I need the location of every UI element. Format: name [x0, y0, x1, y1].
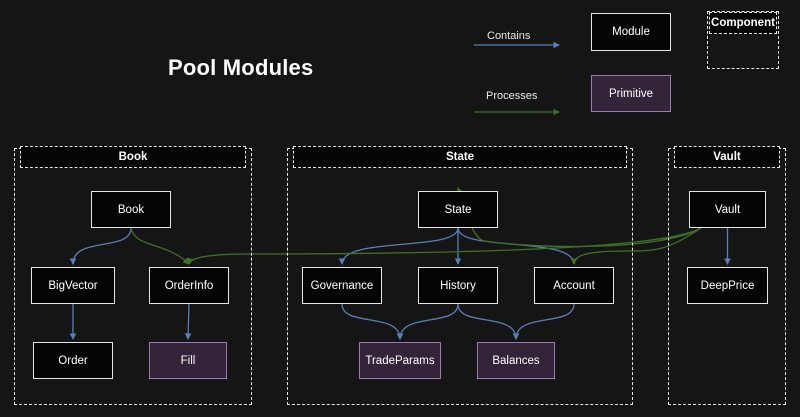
node-deepprice[interactable]: DeepPrice	[687, 267, 768, 304]
node-orderinfo[interactable]: OrderInfo	[149, 267, 229, 304]
node-tradeparams[interactable]: TradeParams	[359, 342, 441, 379]
node-balances[interactable]: Balances	[477, 342, 555, 379]
node-bigvector[interactable]: BigVector	[31, 267, 115, 304]
node-history[interactable]: History	[418, 267, 498, 304]
group-header-book: Book	[20, 146, 246, 168]
group-header-vault: Vault	[674, 146, 780, 168]
legend-contains-label: Contains	[487, 30, 531, 42]
group-header-state: State	[293, 146, 627, 168]
node-fill[interactable]: Fill	[149, 342, 227, 379]
page-title: Pool Modules	[168, 55, 314, 80]
node-vault[interactable]: Vault	[689, 191, 766, 228]
node-state[interactable]: State	[418, 191, 498, 228]
node-governance[interactable]: Governance	[302, 267, 382, 304]
legend-component-box	[707, 11, 779, 69]
node-order[interactable]: Order	[33, 342, 113, 379]
legend-primitive-box: Primitive	[591, 75, 671, 112]
legend-component-header: Component	[709, 12, 777, 34]
legend-module-box: Module	[591, 13, 671, 51]
legend-processes-label: Processes	[486, 90, 538, 102]
node-account[interactable]: Account	[534, 267, 614, 304]
node-book[interactable]: Book	[91, 191, 171, 228]
